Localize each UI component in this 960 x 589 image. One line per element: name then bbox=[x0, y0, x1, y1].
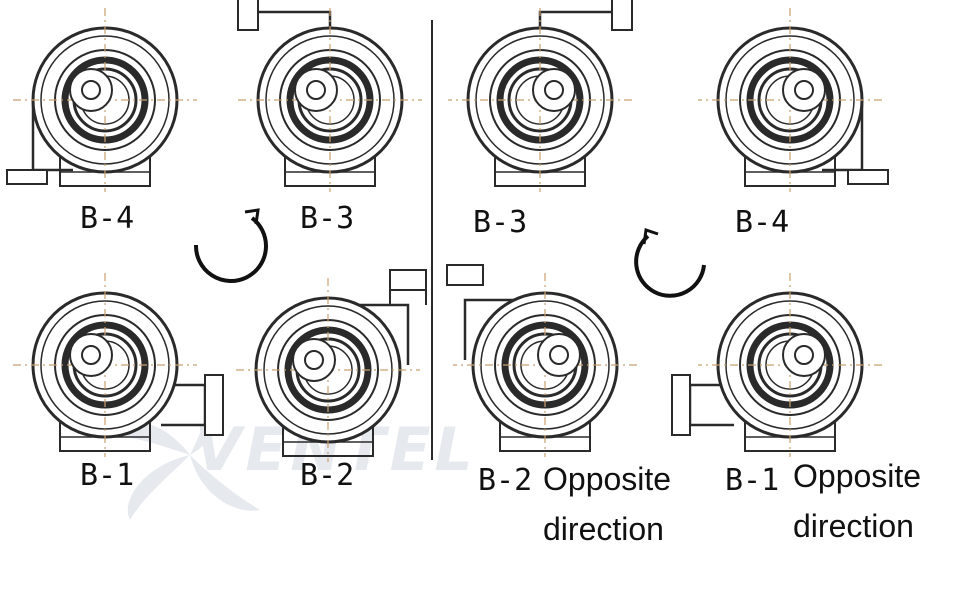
label-b1-left: B-1 bbox=[80, 458, 134, 493]
left-panel: B-4 B-3 B-1 B-2 bbox=[5, 0, 428, 493]
opposite-label-b1-line1: Opposite bbox=[793, 458, 921, 494]
blower-b3-right bbox=[448, 0, 632, 192]
blower-b3-left bbox=[238, 0, 422, 192]
blower-b1-right bbox=[670, 273, 882, 457]
opposite-label-b1-line2: direction bbox=[793, 508, 914, 544]
label-b1-right: B-1 bbox=[725, 463, 779, 498]
opposite-label-b2-line2: direction bbox=[543, 511, 664, 547]
blower-b4-left bbox=[5, 8, 197, 192]
rotation-arrow-cw bbox=[193, 216, 268, 283]
right-panel: B-3 B-4 B-2 B-1 Opposite direction Oppos… bbox=[447, 0, 921, 547]
label-b4-left: B-4 bbox=[80, 201, 134, 236]
label-b2-right: B-2 bbox=[478, 463, 532, 498]
label-b3-left: B-3 bbox=[300, 201, 354, 236]
label-b2-left: B-2 bbox=[300, 458, 354, 493]
label-b4-right: B-4 bbox=[735, 205, 789, 240]
rotation-arrow-ccw bbox=[634, 234, 706, 298]
label-b3-right: B-3 bbox=[473, 205, 527, 240]
opposite-label-b2-line1: Opposite bbox=[543, 461, 671, 497]
blower-b1-left bbox=[13, 273, 225, 457]
blower-b4-right bbox=[698, 8, 890, 192]
